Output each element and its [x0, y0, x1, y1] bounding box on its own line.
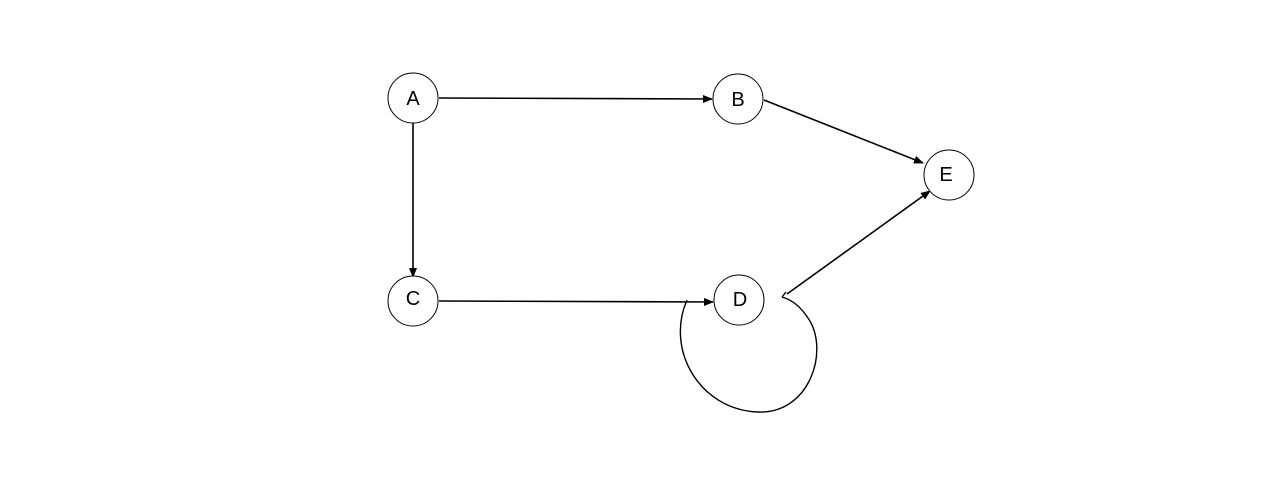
node-d-label: D — [733, 289, 747, 311]
node-a: A — [387, 72, 439, 124]
node-a-circle — [387, 72, 439, 124]
self-loop-d-tick — [781, 291, 787, 298]
edge-d-e — [786, 190, 931, 295]
edge-c-d — [438, 297, 714, 306]
node-d-circle — [713, 274, 765, 326]
self-loop-d — [679, 296, 818, 413]
node-c-circle — [387, 275, 439, 327]
edge-a-b — [438, 94, 713, 103]
node-c-label: C — [406, 288, 420, 310]
node-e-circle — [923, 149, 975, 201]
node-b-circle — [712, 73, 764, 125]
node-d: D — [713, 274, 765, 326]
node-b: B — [712, 73, 764, 125]
node-a-label: A — [406, 88, 420, 110]
node-e: E — [923, 149, 975, 201]
node-b-label: B — [731, 89, 744, 111]
node-c: C — [387, 275, 439, 327]
edge-b-e — [763, 99, 924, 164]
node-e-label: E — [939, 164, 952, 186]
